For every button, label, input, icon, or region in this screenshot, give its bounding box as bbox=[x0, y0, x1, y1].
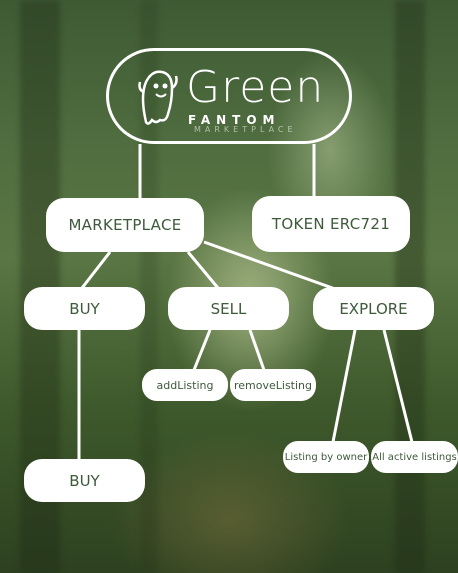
logo-wordmark: Green bbox=[186, 62, 325, 113]
tree-trunk bbox=[395, 0, 425, 573]
node-buy: BUY bbox=[24, 287, 145, 330]
line-sell-add bbox=[192, 329, 212, 371]
node-explore: EXPLORE bbox=[313, 287, 434, 330]
line-marketplace-explore bbox=[203, 240, 339, 292]
line-marketplace-sell bbox=[186, 251, 220, 289]
node-add-listing: addListing bbox=[142, 369, 228, 401]
logo-tagline: MARKETPLACE bbox=[194, 125, 297, 134]
node-token-erc721: TOKEN ERC721 bbox=[252, 196, 410, 252]
line-explore-all bbox=[382, 329, 414, 443]
logo-frame bbox=[106, 48, 352, 144]
line-marketplace-buy bbox=[80, 251, 112, 289]
node-all-active-listings: All active listings bbox=[371, 441, 458, 473]
logo-subtitle: FANTOM bbox=[188, 113, 281, 127]
line-sell-remove bbox=[248, 329, 266, 371]
node-sell: SELL bbox=[168, 287, 289, 330]
node-listing-by-owner: Listing by owner bbox=[283, 441, 369, 473]
node-marketplace: MARKETPLACE bbox=[46, 198, 204, 252]
ghost-icon bbox=[138, 70, 178, 125]
node-buy-leaf: BUY bbox=[24, 459, 145, 502]
node-remove-listing: removeListing bbox=[230, 369, 316, 401]
line-explore-owner bbox=[331, 329, 357, 443]
